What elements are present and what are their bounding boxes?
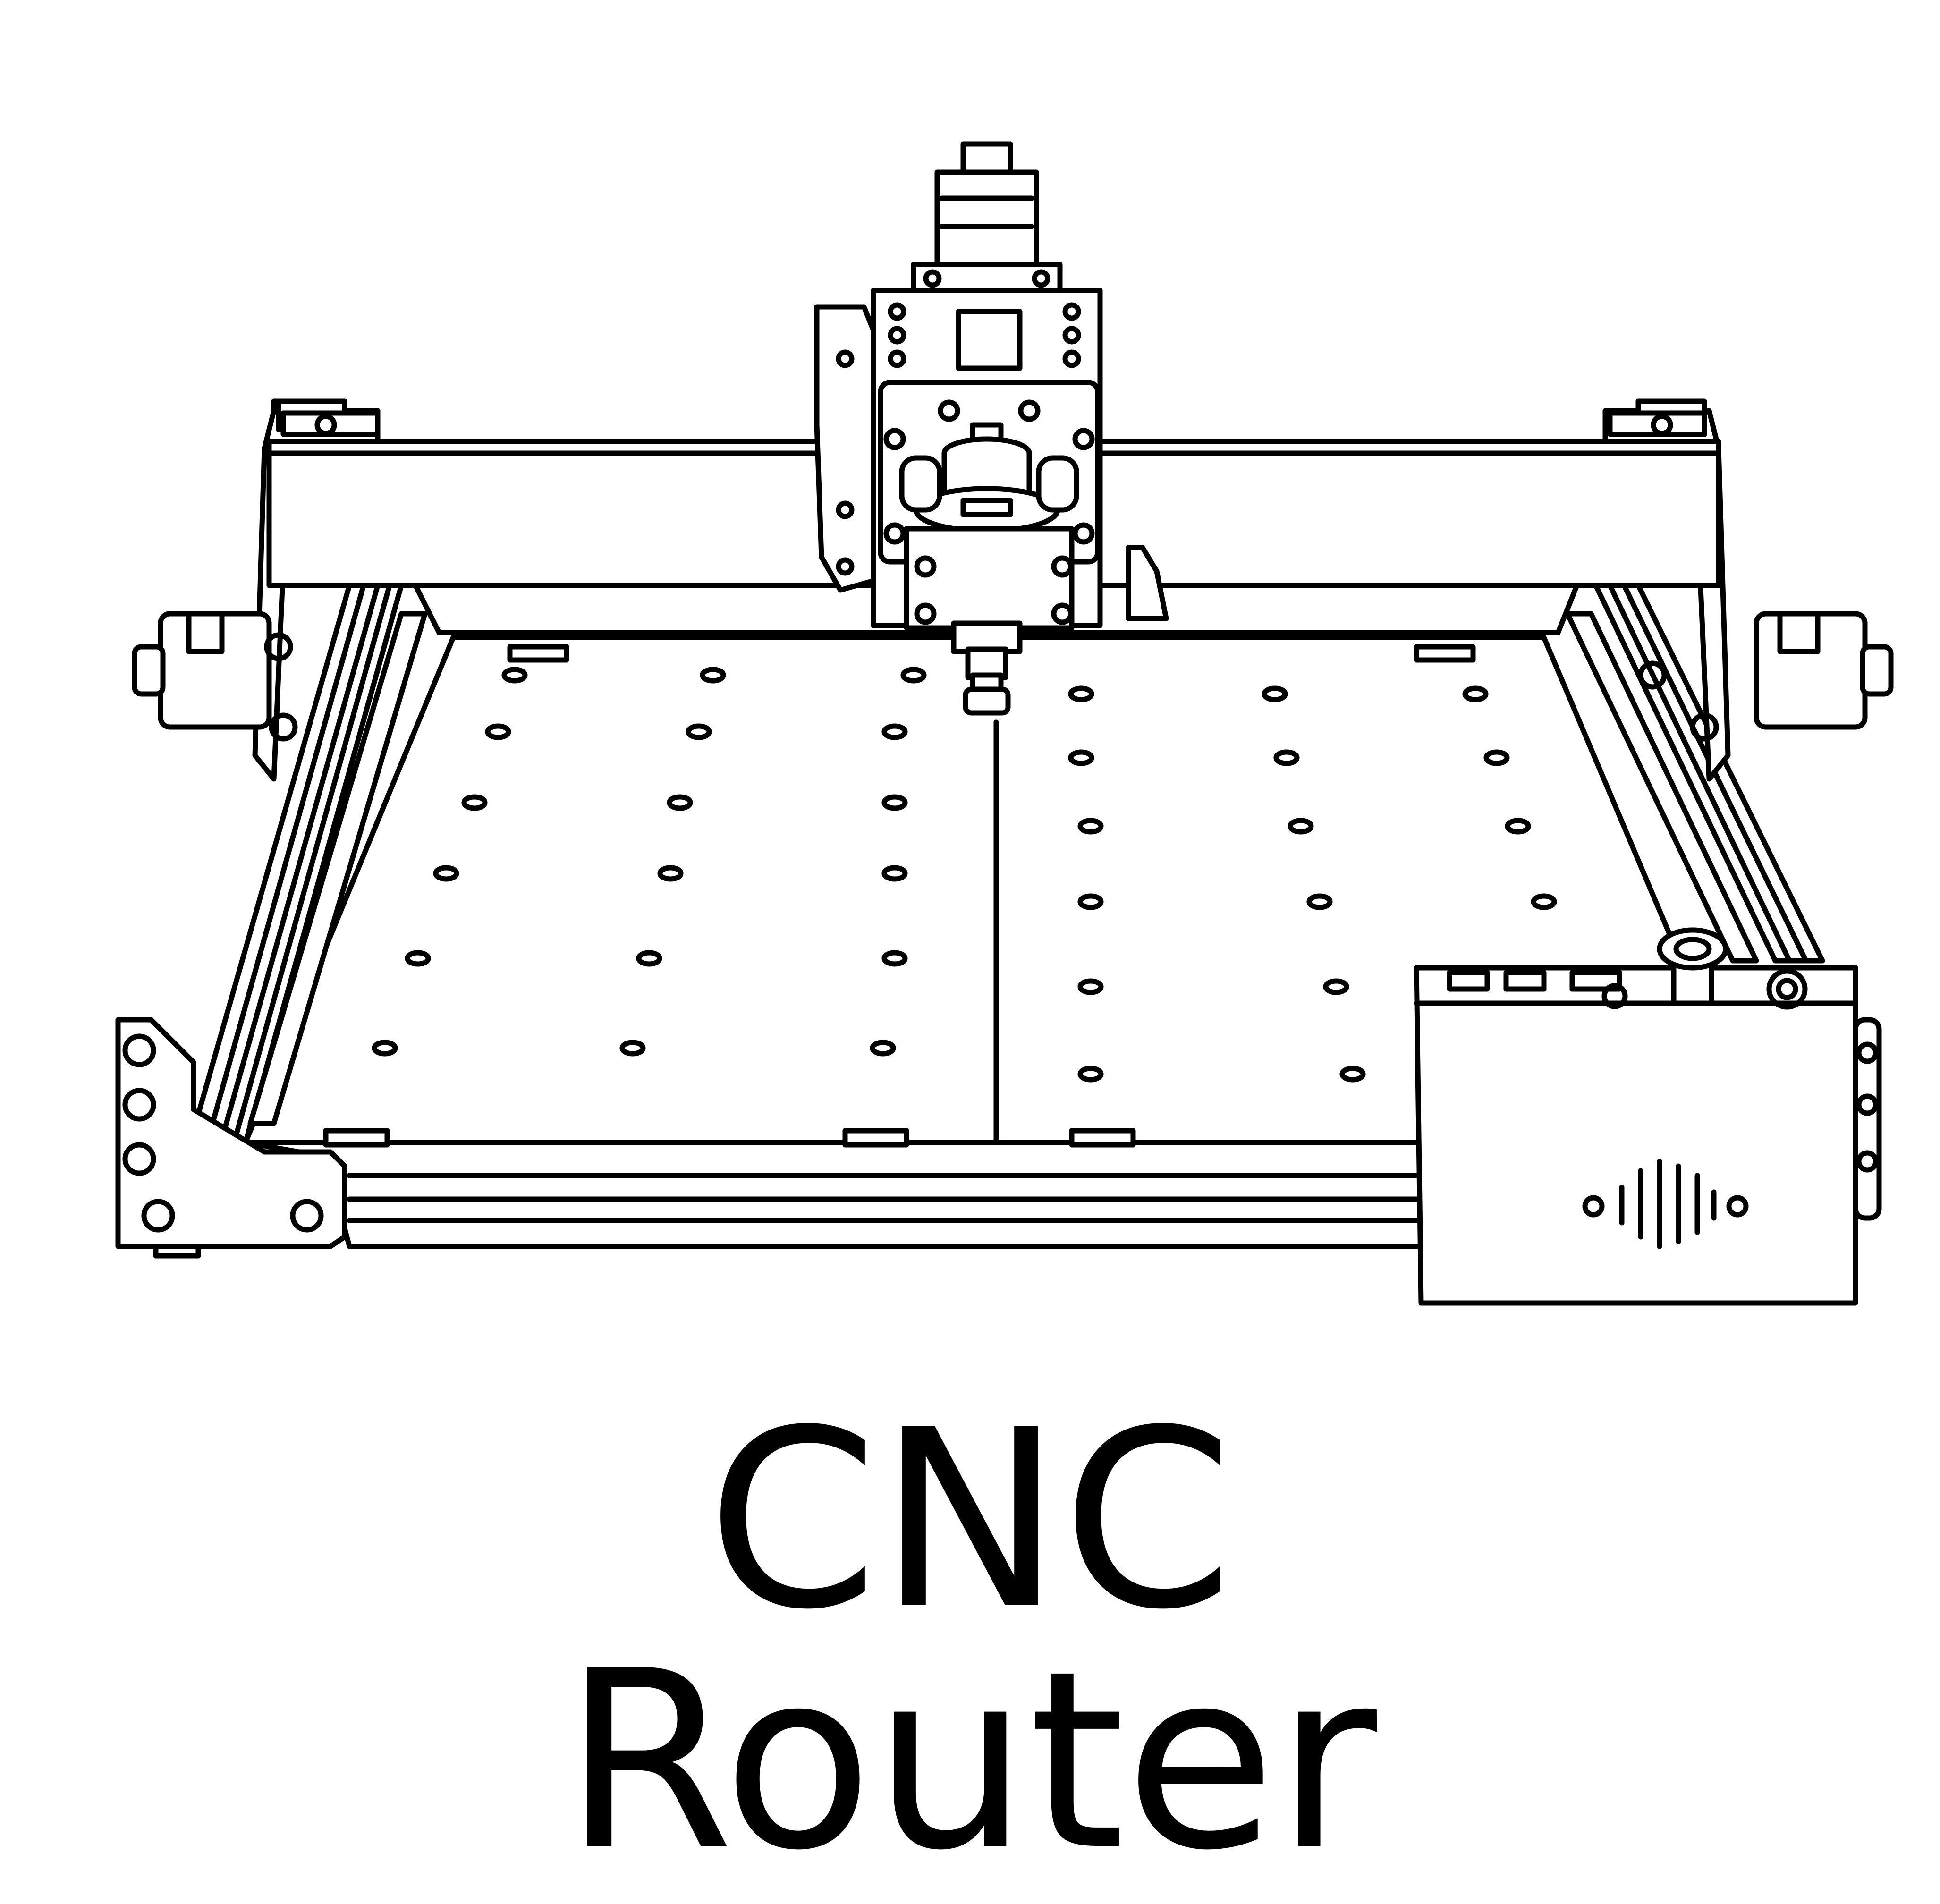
spindle-clamp [902, 458, 1076, 628]
right-top-bracket [1610, 401, 1704, 434]
front-left-corner-plate [118, 1020, 345, 1256]
bed-clamp-slots [326, 647, 1473, 1145]
collet-and-router-bit [954, 623, 1020, 713]
z-axis-stepper-motor [914, 144, 1060, 293]
control-box [1416, 968, 1879, 1303]
left-rail-extrusion [198, 585, 425, 1142]
spindle-motor [916, 425, 1058, 531]
caption-line-2: Router [563, 1618, 1377, 1904]
right-y-motor [1641, 614, 1891, 739]
control-box-buttons [1449, 930, 1805, 1007]
left-y-motor [135, 614, 295, 739]
cnc-router-line-drawing [0, 0, 1940, 1369]
caption-line-1: CNC [706, 1377, 1234, 1663]
left-top-bracket [279, 401, 378, 434]
cable-carrier-left [817, 307, 873, 590]
control-box-vent [1585, 1161, 1746, 1246]
limit-switch [1128, 548, 1166, 618]
bed-mounting-holes [374, 669, 1554, 1080]
